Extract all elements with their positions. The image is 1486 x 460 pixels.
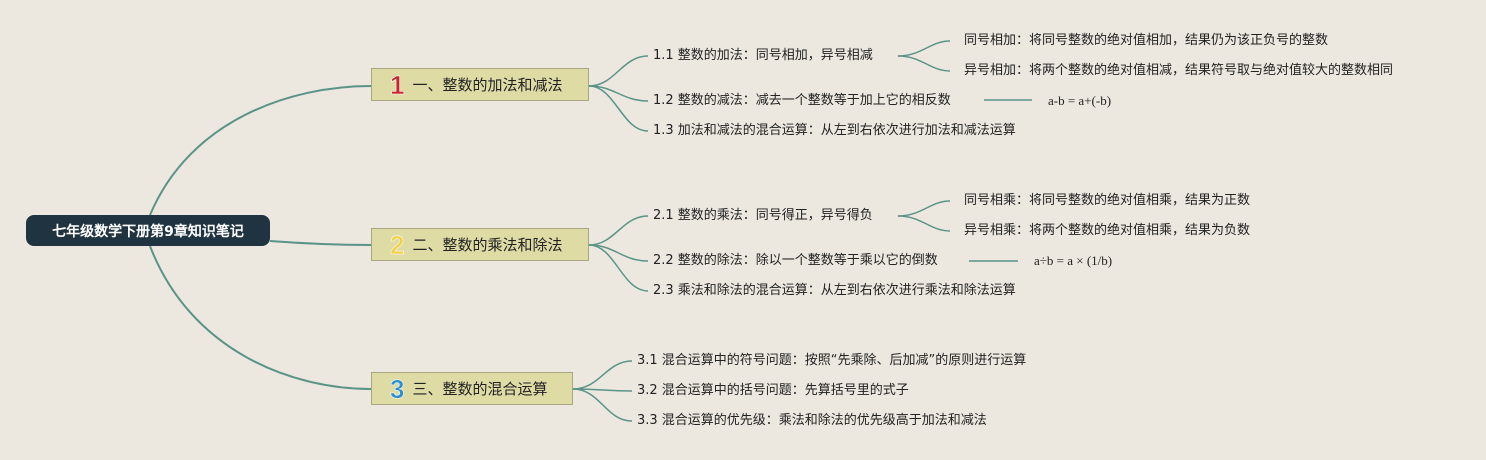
topic-number-3: 3 <box>390 373 405 404</box>
connector-t1-c1 <box>588 55 649 87</box>
topic-label-1: 一、整数的加法和减法 <box>412 76 563 94</box>
connector-t2c1-l2 <box>897 215 951 232</box>
topic-number-1: 1 <box>390 69 405 100</box>
connector-t2c1-l1 <box>897 200 951 217</box>
connector-t1-c3 <box>588 85 649 132</box>
topic-node-3[interactable]: 3 三、整数的混合运算 <box>371 372 573 405</box>
leaf-2-1-2[interactable]: 异号相乘：将两个整数的绝对值相乘，结果为负数 <box>964 223 1251 238</box>
connector-t3-c3 <box>572 388 633 422</box>
leaf-1-1-2[interactable]: 异号相加：将两个整数的绝对值相减，结果符号取与绝对值较大的整数相同 <box>964 63 1394 78</box>
leaf-2-1-1[interactable]: 同号相乘：将同号整数的绝对值相乘，结果为正数 <box>964 193 1251 208</box>
leaf-1-2[interactable]: 1.2 整数的减法：减去一个整数等于加上它的相反数 <box>653 93 951 108</box>
connector-t2-c1 <box>588 215 649 246</box>
leaf-2-1[interactable]: 2.1 整数的乘法：同号得正，异号得负 <box>653 208 873 223</box>
leaf-3-2[interactable]: 3.2 混合运算中的括号问题：先算括号里的式子 <box>637 383 909 398</box>
topic-label-2: 二、整数的乘法和除法 <box>412 236 563 254</box>
leaf-3-3[interactable]: 3.3 混合运算的优先级：乘法和除法的优先级高于加法和减法 <box>637 413 987 428</box>
root-node[interactable]: 七年级数学下册第9章知识笔记 <box>26 215 270 246</box>
connector-root-topic3 <box>149 245 372 390</box>
leaf-3-1[interactable]: 3.1 混合运算中的符号问题：按照“先乘除、后加减”的原则进行运算 <box>637 353 1027 368</box>
leaf-2-2[interactable]: 2.2 整数的除法：除以一个整数等于乘以它的倒数 <box>653 253 938 268</box>
connector-t2-c3 <box>588 244 649 292</box>
formula-1-2[interactable]: a-b = a+(-b) <box>1048 93 1112 108</box>
leaf-2-3[interactable]: 2.3 乘法和除法的混合运算：从左到右依次进行乘法和除法运算 <box>653 283 1016 298</box>
topic-label-3: 三、整数的混合运算 <box>412 380 548 398</box>
connector-t3-c1 <box>572 360 633 390</box>
leaf-1-3[interactable]: 1.3 加法和减法的混合运算：从左到右依次进行加法和减法运算 <box>653 123 1016 138</box>
connector-t1c1-l2 <box>897 55 951 72</box>
formula-2-2[interactable]: a÷b = a × (1/b) <box>1034 253 1113 268</box>
connector-t1c1-l1 <box>897 40 951 57</box>
connector-root-topic1 <box>149 85 372 216</box>
leaf-1-1[interactable]: 1.1 整数的加法：同号相加，异号相减 <box>653 48 873 63</box>
connector-root-topic2 <box>269 240 372 246</box>
topic-number-2: 2 <box>390 229 405 260</box>
topic-node-2[interactable]: 2 二、整数的乘法和除法 <box>371 228 589 261</box>
leaf-1-1-1[interactable]: 同号相加：将同号整数的绝对值相加，结果仍为该正负号的整数 <box>964 33 1329 48</box>
topic-node-1[interactable]: 1 一、整数的加法和减法 <box>371 68 589 101</box>
root-label: 七年级数学下册第9章知识笔记 <box>52 223 244 240</box>
